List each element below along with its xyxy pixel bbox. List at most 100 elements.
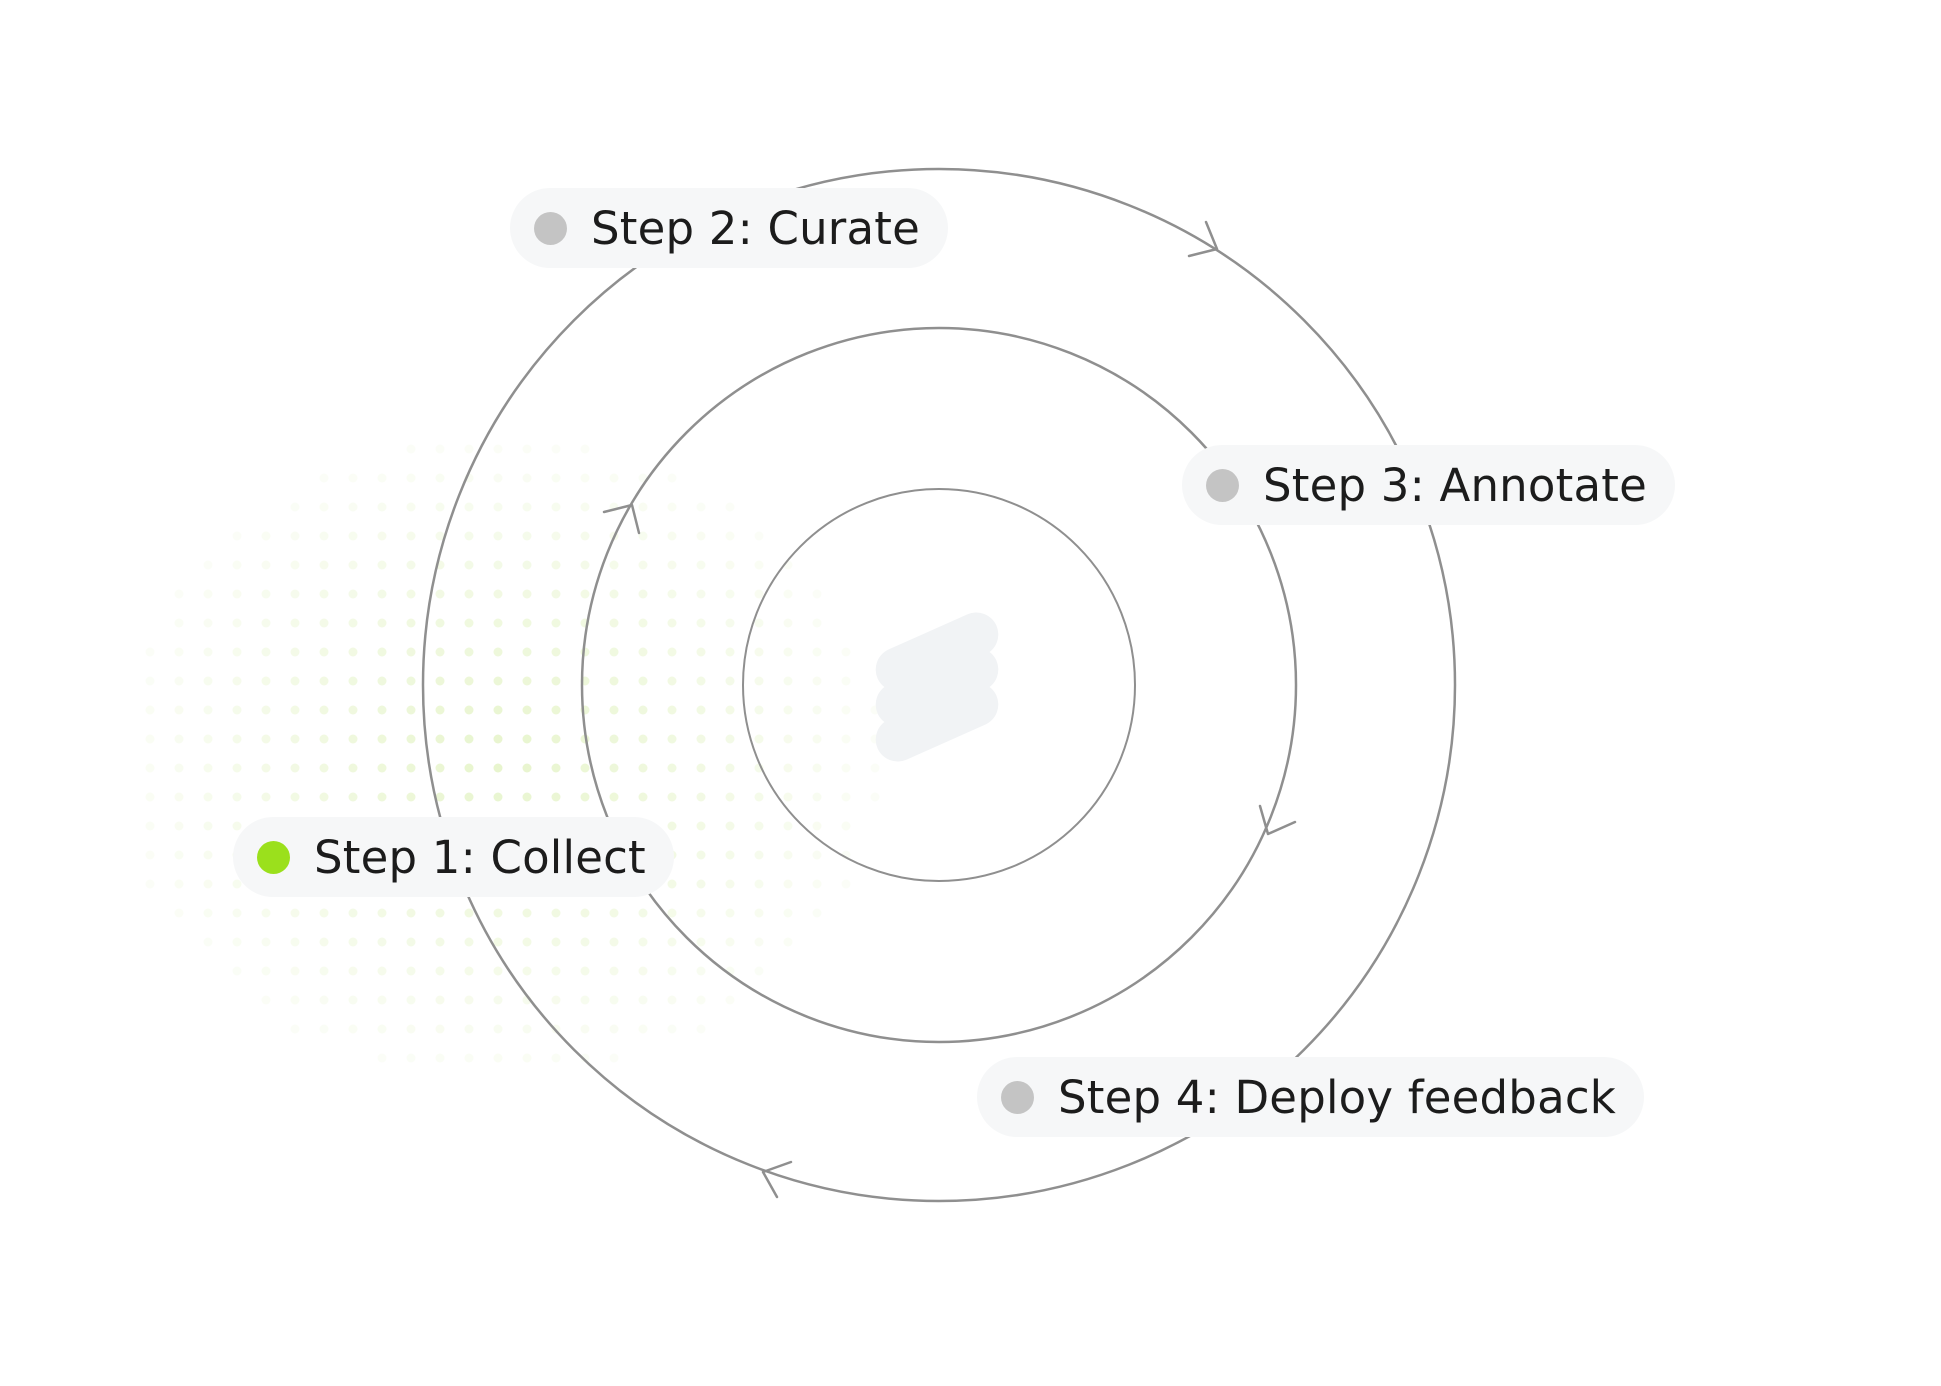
- pattern-dot: [696, 908, 706, 918]
- pattern-dot: [203, 879, 213, 889]
- pattern-dot: [435, 966, 445, 976]
- pattern-dot: [232, 763, 242, 773]
- pattern-dot: [696, 937, 706, 947]
- pattern-dot: [580, 937, 590, 947]
- pattern-dot: [348, 560, 358, 570]
- pattern-dot: [406, 937, 416, 947]
- outer-ring: [421, 167, 1457, 1203]
- pattern-dot: [667, 1024, 677, 1034]
- pattern-dot: [841, 821, 851, 831]
- pattern-dot: [232, 879, 242, 889]
- pattern-dot: [377, 502, 387, 512]
- pattern-dot: [464, 647, 474, 657]
- pattern-dot: [638, 792, 648, 802]
- pattern-dot: [348, 705, 358, 715]
- pattern-dot: [783, 937, 793, 947]
- pattern-dot: [696, 618, 706, 628]
- pattern-dot: [464, 734, 474, 744]
- pattern-dot: [812, 734, 822, 744]
- pattern-dot: [522, 618, 532, 628]
- pattern-dot: [174, 705, 184, 715]
- pattern-dot: [841, 763, 851, 773]
- pattern-dot: [232, 792, 242, 802]
- pattern-dot: [754, 850, 764, 860]
- pattern-dot: [783, 734, 793, 744]
- pattern-dot: [522, 966, 532, 976]
- pattern-dot: [290, 995, 300, 1005]
- pattern-dot: [493, 908, 503, 918]
- pattern-dot: [754, 647, 764, 657]
- pattern-dot: [638, 908, 648, 918]
- pattern-dot: [551, 473, 561, 483]
- pattern-dot: [493, 531, 503, 541]
- pattern-dot: [551, 444, 561, 454]
- pattern-dot: [551, 589, 561, 599]
- pattern-dot: [174, 821, 184, 831]
- pattern-dot: [841, 734, 851, 744]
- pattern-dot: [667, 879, 677, 889]
- pattern-dot: [319, 966, 329, 976]
- pattern-dot: [493, 792, 503, 802]
- pattern-dot: [696, 676, 706, 686]
- step-2-curate-pill[interactable]: Step 2: Curate: [510, 188, 949, 268]
- pattern-dot: [638, 676, 648, 686]
- pattern-dot: [493, 1053, 503, 1063]
- pattern-dot: [290, 908, 300, 918]
- pattern-dot: [725, 502, 735, 512]
- pattern-dot: [870, 763, 880, 773]
- pattern-dot: [522, 734, 532, 744]
- pattern-dot: [348, 676, 358, 686]
- pattern-dot: [493, 937, 503, 947]
- pattern-dot: [435, 618, 445, 628]
- pattern-dot: [638, 966, 648, 976]
- pattern-dot: [319, 792, 329, 802]
- step-4-deploy-feedback-pill[interactable]: Step 4: Deploy feedback: [977, 1057, 1645, 1137]
- pattern-dot: [435, 531, 445, 541]
- pattern-dot: [725, 850, 735, 860]
- pattern-dot: [638, 995, 648, 1005]
- pattern-dot: [464, 1053, 474, 1063]
- step-3-annotate-pill[interactable]: Step 3: Annotate: [1182, 445, 1675, 525]
- pattern-dot: [203, 734, 213, 744]
- pattern-dot: [377, 531, 387, 541]
- pattern-dot: [667, 763, 677, 773]
- pattern-dot: [638, 705, 648, 715]
- center-logo-icon: [875, 612, 999, 762]
- pattern-dot: [348, 531, 358, 541]
- pattern-dot: [609, 560, 619, 570]
- pattern-dot: [203, 647, 213, 657]
- pattern-dot: [754, 966, 764, 976]
- pattern-dot: [783, 763, 793, 773]
- pattern-dot: [580, 502, 590, 512]
- pattern-dot: [522, 908, 532, 918]
- pattern-dot: [145, 879, 155, 889]
- pattern-dot: [609, 473, 619, 483]
- pattern-dot: [754, 705, 764, 715]
- pattern-dot: [145, 763, 155, 773]
- pattern-dot: [551, 502, 561, 512]
- pattern-dot: [203, 676, 213, 686]
- pattern-dot: [841, 792, 851, 802]
- pattern-dot: [348, 473, 358, 483]
- pattern-dot: [232, 676, 242, 686]
- step-1-collect-pill[interactable]: Step 1: Collect: [233, 817, 674, 897]
- pattern-dot: [522, 589, 532, 599]
- pattern-dot: [638, 531, 648, 541]
- pattern-dot: [493, 589, 503, 599]
- pattern-dot: [667, 618, 677, 628]
- pattern-dot: [319, 908, 329, 918]
- pattern-dot: [667, 705, 677, 715]
- pattern-dot: [580, 792, 590, 802]
- middle-ring: [580, 326, 1298, 1044]
- pattern-dot: [261, 705, 271, 715]
- chevron-arrow-icon: [602, 503, 641, 535]
- pattern-dot: [319, 647, 329, 657]
- pattern-dot: [290, 734, 300, 744]
- pattern-dot: [725, 937, 735, 947]
- pattern-dot: [203, 908, 213, 918]
- pattern-dot: [812, 589, 822, 599]
- pattern-dot: [551, 531, 561, 541]
- pattern-dot: [725, 589, 735, 599]
- pattern-dot: [406, 444, 416, 454]
- pattern-dot: [232, 589, 242, 599]
